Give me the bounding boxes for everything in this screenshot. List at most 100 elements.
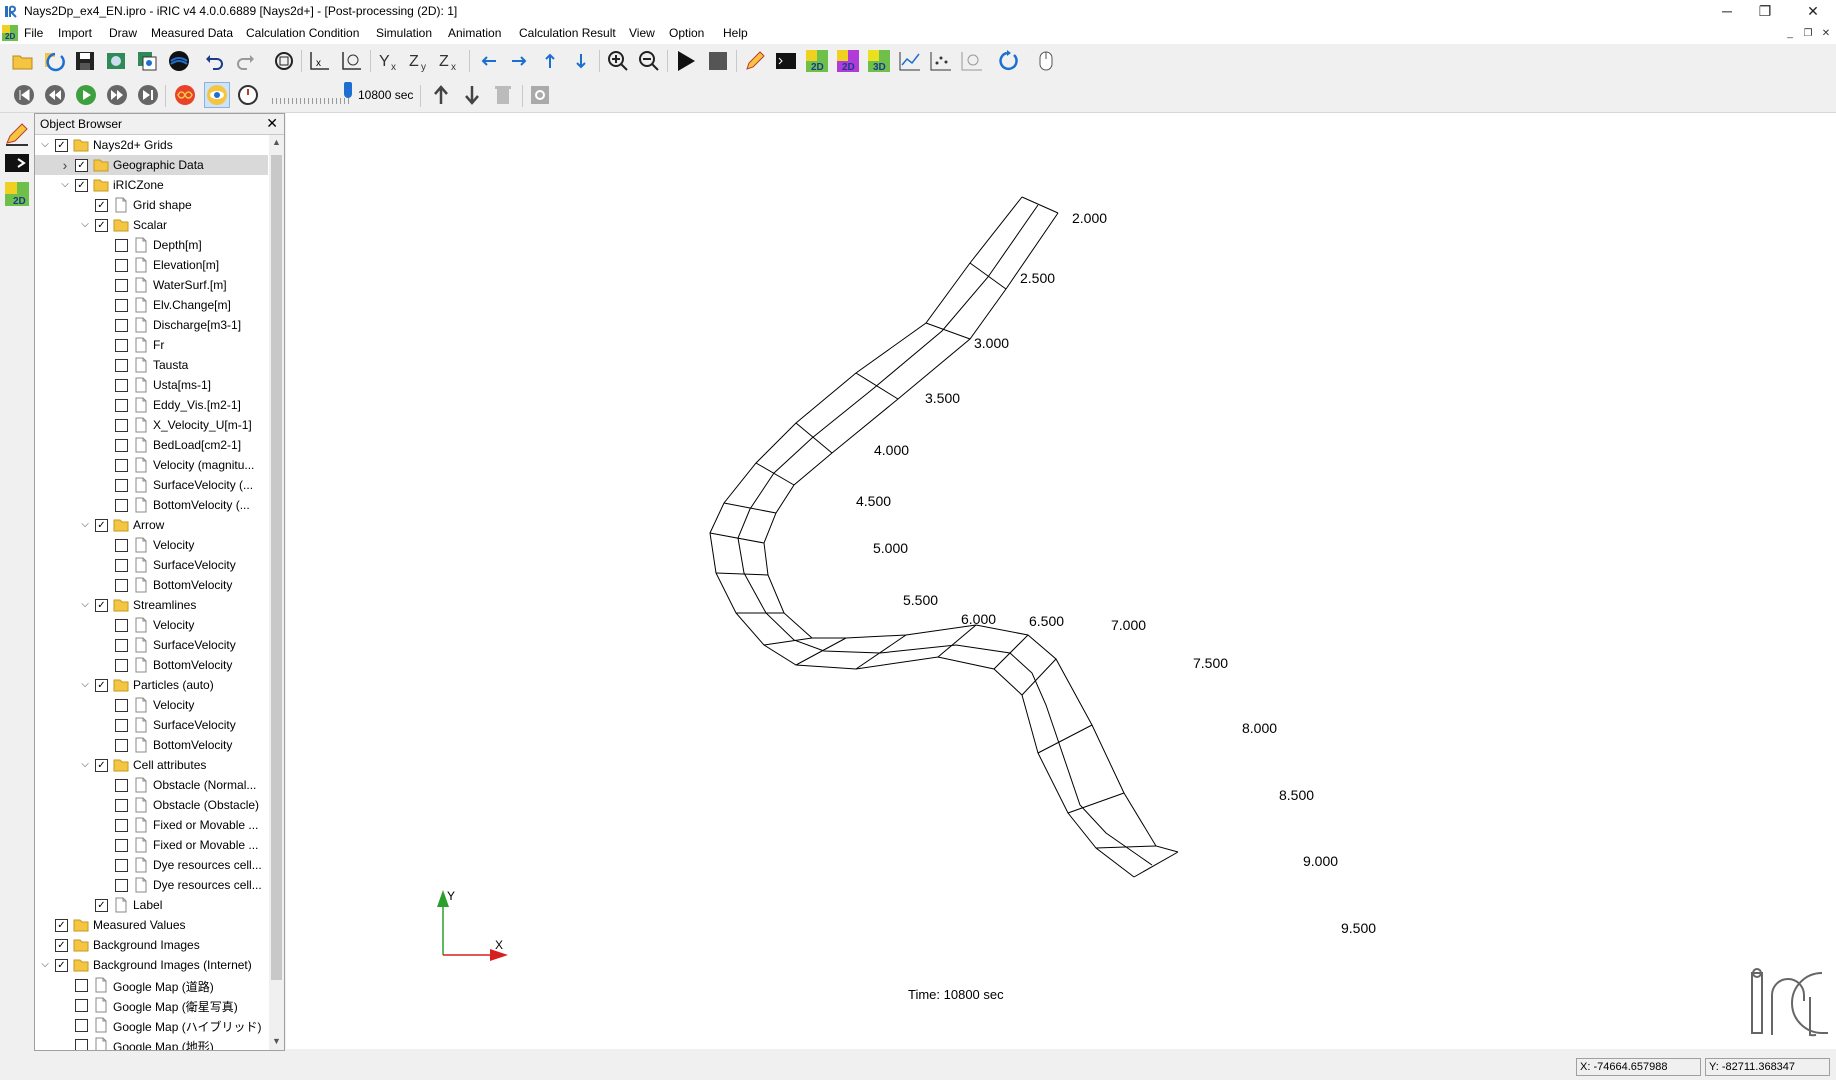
tree-checkbox[interactable] [75, 979, 88, 992]
tree-item[interactable]: ✓Label [35, 895, 268, 915]
tree-item[interactable]: ⌵✓Nays2d+ Grids [35, 135, 268, 155]
mdi-restore-button[interactable]: ❐ [1803, 28, 1813, 39]
mdi-minimize-button[interactable]: _ [1787, 28, 1793, 39]
stop-simulation-icon[interactable] [705, 48, 731, 74]
tree-checkbox[interactable]: ✓ [95, 519, 108, 532]
undo-icon[interactable] [201, 48, 227, 74]
menu-file[interactable]: File [24, 26, 44, 40]
tree-item[interactable]: ⌵✓Streamlines [35, 595, 268, 615]
post-processing-canvas[interactable]: 2.000 2.500 3.000 3.500 4.000 4.500 5.00… [286, 113, 1836, 1049]
tree-checkbox[interactable] [115, 779, 128, 792]
tree-item[interactable]: BottomVelocity [35, 575, 268, 595]
tree-checkbox[interactable]: ✓ [95, 679, 108, 692]
tree-item[interactable]: Obstacle (Obstacle) [35, 795, 268, 815]
tree-item[interactable]: ✓Measured Values [35, 915, 268, 935]
tree-item[interactable]: Velocity [35, 535, 268, 555]
tree-item[interactable]: SurfaceVelocity (... [35, 475, 268, 495]
tree-checkbox[interactable] [115, 579, 128, 592]
reload-icon[interactable] [41, 48, 67, 74]
expand-down-chevron-icon[interactable]: ⌵ [81, 219, 89, 230]
tree-checkbox[interactable] [115, 839, 128, 852]
tree-checkbox[interactable] [115, 639, 128, 652]
tree-item[interactable]: BottomVelocity [35, 655, 268, 675]
tree-checkbox[interactable] [115, 859, 128, 872]
tree-checkbox[interactable] [115, 399, 128, 412]
tree-item[interactable]: Tausta [35, 355, 268, 375]
tree-item[interactable]: SurfaceVelocity [35, 715, 268, 735]
tree-item[interactable]: ›✓Geographic Data [35, 155, 268, 175]
expand-down-chevron-icon[interactable]: ⌵ [41, 959, 49, 970]
expand-right-chevron-icon[interactable]: › [62, 157, 68, 173]
expand-down-chevron-icon[interactable]: ⌵ [81, 519, 89, 530]
scroll-up-arrow-icon[interactable]: ▲ [272, 137, 281, 147]
tree-item[interactable]: Elv.Change[m] [35, 295, 268, 315]
tree-checkbox[interactable] [115, 879, 128, 892]
arrow-up-icon[interactable] [428, 82, 454, 108]
tree-checkbox[interactable] [115, 279, 128, 292]
tree-checkbox[interactable] [115, 379, 128, 392]
tree-checkbox[interactable]: ✓ [55, 959, 68, 972]
move-up-icon[interactable] [537, 48, 563, 74]
restore-button[interactable]: ❐ [1758, 3, 1772, 19]
post-3d-icon[interactable]: 3D [866, 48, 892, 74]
tree-checkbox[interactable]: ✓ [95, 759, 108, 772]
menu-animation[interactable]: Animation [448, 26, 502, 40]
tree-checkbox[interactable] [115, 239, 128, 252]
tree-item[interactable]: SurfaceVelocity [35, 555, 268, 575]
copy-image-icon[interactable] [134, 48, 160, 74]
tree-checkbox[interactable] [115, 459, 128, 472]
post-2d-window-tab-icon[interactable]: 2D [4, 181, 30, 207]
object-browser-close-button[interactable]: ✕ [266, 115, 278, 131]
mdi-close-button[interactable]: ✕ [1821, 28, 1831, 39]
time-slider-handle[interactable] [344, 82, 352, 98]
tree-checkbox[interactable] [75, 999, 88, 1012]
tree-checkbox[interactable] [115, 499, 128, 512]
expand-down-chevron-icon[interactable]: ⌵ [41, 139, 49, 150]
tree-checkbox[interactable]: ✓ [95, 199, 108, 212]
tree-checkbox[interactable]: ✓ [95, 599, 108, 612]
menu-measured-data[interactable]: Measured Data [151, 26, 234, 40]
tree-checkbox[interactable] [115, 439, 128, 452]
tree-item[interactable]: Velocity (magnitu... [35, 455, 268, 475]
tree-item[interactable]: SurfaceVelocity [35, 635, 268, 655]
tree-checkbox[interactable] [115, 419, 128, 432]
move-down-icon[interactable] [568, 48, 594, 74]
zoom-in-icon[interactable] [605, 48, 631, 74]
move-left-icon[interactable] [476, 48, 502, 74]
tree-checkbox[interactable]: ✓ [55, 139, 68, 152]
console-window-icon[interactable] [4, 151, 30, 177]
tree-item[interactable]: Velocity [35, 615, 268, 635]
tree-item[interactable]: Fixed or Movable ... [35, 815, 268, 835]
pencil-edit-icon[interactable] [4, 121, 30, 147]
tree-item[interactable]: Eddy_Vis.[m2-1] [35, 395, 268, 415]
expand-down-chevron-icon[interactable]: ⌵ [61, 179, 69, 190]
tree-checkbox[interactable] [115, 359, 128, 372]
tree-item[interactable]: Dye resources cell... [35, 875, 268, 895]
tree-checkbox[interactable] [115, 299, 128, 312]
delete-icon[interactable] [490, 82, 516, 108]
rescale-view-icon[interactable] [339, 48, 365, 74]
console-icon[interactable] [773, 48, 799, 74]
tree-checkbox[interactable] [115, 819, 128, 832]
tree-item[interactable]: Fixed or Movable ... [35, 835, 268, 855]
tree-checkbox[interactable] [115, 699, 128, 712]
tree-item[interactable]: Velocity [35, 695, 268, 715]
edit-pencil-icon[interactable] [742, 48, 768, 74]
close-button[interactable]: ✕ [1807, 3, 1819, 19]
refresh-icon[interactable] [995, 48, 1021, 74]
tree-item[interactable]: Depth[m] [35, 235, 268, 255]
tree-item[interactable]: Google Map (衛星写真) [35, 995, 268, 1015]
object-tree-scrollbar[interactable]: ▲ ▼ [269, 135, 284, 1050]
tree-item[interactable]: WaterSurf.[m] [35, 275, 268, 295]
tree-item[interactable]: Dye resources cell... [35, 855, 268, 875]
tree-item[interactable]: ⌵✓Background Images (Internet) [35, 955, 268, 975]
tree-item[interactable]: ⌵✓Cell attributes [35, 755, 268, 775]
tree-item[interactable]: Fr [35, 335, 268, 355]
graph-window-icon[interactable] [897, 48, 923, 74]
tree-item[interactable]: Obstacle (Normal... [35, 775, 268, 795]
xy-view-icon[interactable]: x [307, 48, 333, 74]
tree-item[interactable]: ✓Background Images [35, 935, 268, 955]
